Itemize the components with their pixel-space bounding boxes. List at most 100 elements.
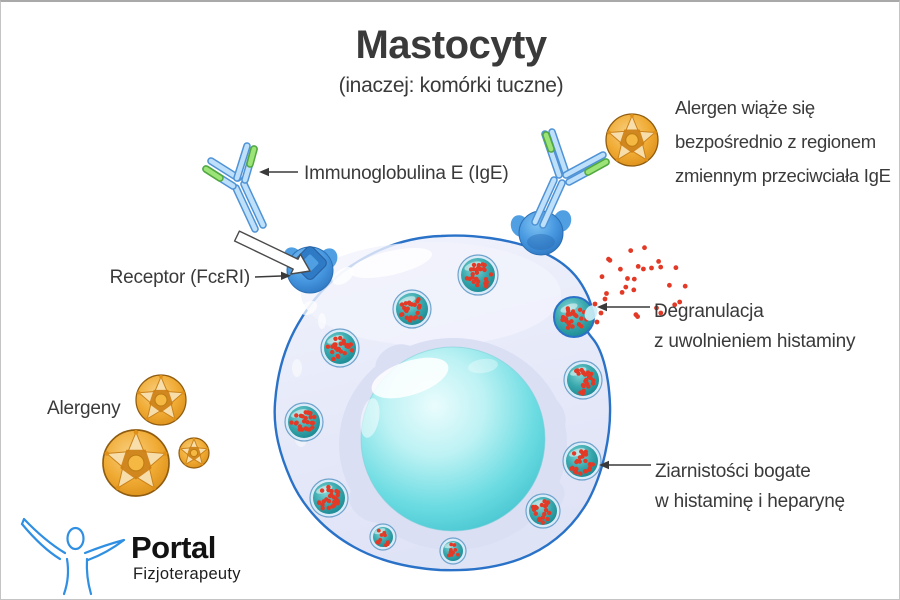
histamine-granule-dot	[452, 543, 457, 547]
histamine-granule-dot	[333, 345, 339, 351]
histamine-dot	[618, 266, 623, 272]
histamine-granule-dot	[382, 530, 387, 535]
histamine-granule-dot	[565, 325, 571, 330]
histamine-granule-dot	[577, 459, 582, 464]
histamine-dot	[606, 256, 611, 262]
histamine-granule-dot	[577, 307, 583, 312]
histamine-granule-dot	[543, 508, 549, 513]
histamine-granule-dot	[471, 267, 476, 272]
histamine-granule-dot	[545, 516, 550, 522]
histamine-granule-dot	[326, 484, 331, 490]
histamine-granule-dot	[301, 419, 307, 424]
histamine-granule-dot	[574, 313, 579, 319]
cytoplasm-highlight	[332, 267, 354, 285]
histamine-dot	[602, 296, 608, 302]
histamine-granule-dot	[586, 372, 591, 377]
histamine-granule-dot	[327, 493, 333, 499]
histamine-granule-dot	[565, 312, 570, 317]
allergen-binding-label-line2: bezpośrednio z regionem	[675, 131, 876, 152]
histamine-granule-dot	[476, 263, 481, 268]
granule	[562, 441, 602, 481]
histamine-granule-dot	[331, 503, 337, 508]
granule	[525, 493, 561, 529]
histamine-granule-dot	[481, 266, 486, 272]
histamine-granule-dot	[571, 451, 577, 456]
histamine-granule-dot	[581, 383, 586, 389]
granule	[563, 360, 603, 400]
histamine-granule-dot	[484, 284, 489, 289]
histamine-granule-dot	[563, 316, 568, 322]
histamine-granule-dot	[338, 341, 343, 346]
allergen-binding-label-line1: Alergen wiąże się	[675, 97, 815, 118]
histamine-granule-dot	[416, 305, 422, 310]
histamine-granule-dot	[320, 506, 325, 511]
histamine-dot	[641, 266, 646, 272]
histamine-granule-dot	[537, 517, 542, 522]
histamine-granule-dot	[333, 336, 338, 341]
histamine-granule-dot	[324, 497, 329, 502]
ige-label: Immunoglobulina E (IgE)	[304, 163, 509, 184]
granule	[309, 478, 349, 518]
histamine-granule-dot	[585, 381, 590, 386]
allergen-icon	[102, 429, 170, 497]
histamine-granule-dot	[456, 552, 460, 557]
histamine-granule-dot	[471, 262, 477, 268]
histamine-granule-dot	[399, 302, 405, 307]
histamine-granule-dot	[293, 421, 299, 426]
histamine-dot	[667, 282, 672, 288]
histamine-granule-dot	[449, 548, 453, 552]
degranulating-granule	[553, 296, 598, 338]
histamine-granule-dot	[579, 316, 584, 321]
granules-pointer-arrowhead	[599, 460, 609, 470]
histamine-granule-dot	[475, 282, 480, 288]
histamine-granule-dot	[590, 462, 595, 467]
histamine-dot	[592, 301, 598, 307]
histamine-granule-dot	[470, 275, 475, 280]
histamine-dot	[623, 284, 629, 290]
histamine-dot	[625, 276, 630, 281]
bound-allergen-icon	[605, 113, 659, 167]
allergen-icon	[178, 437, 210, 469]
degranulation-pointer-arrowhead	[597, 302, 607, 312]
histamine-granule-dot	[582, 469, 588, 474]
granule	[439, 537, 467, 565]
histamine-granule-dot	[581, 370, 586, 376]
histamine-granule-dot	[375, 540, 379, 545]
histamine-granule-dot	[570, 309, 576, 314]
histamine-granule-dot	[348, 342, 354, 347]
histamine-granule-dot	[478, 267, 483, 272]
person-raised-arms-icon	[20, 517, 126, 596]
histamine-granule-dot	[335, 353, 340, 359]
histamine-granule-dot	[418, 315, 423, 321]
histamine-granule-dot	[474, 270, 480, 275]
histamine-dot	[598, 310, 604, 316]
page-title: Mastocyty	[355, 23, 547, 67]
histamine-granule-dot	[349, 348, 355, 353]
histamine-granule-dot	[303, 426, 308, 431]
granule	[457, 254, 499, 296]
cytoplasm-highlight	[349, 247, 433, 279]
histamine-granule-dot	[574, 466, 579, 472]
histamine-granule-dot	[308, 411, 313, 416]
histamine-granule-dot	[540, 520, 545, 525]
histamine-granule-dot	[330, 349, 335, 355]
ige-antibody-icon	[202, 142, 267, 233]
histamine-granule-dot	[305, 420, 310, 425]
histamine-granule-dot	[411, 316, 417, 321]
histamine-dot	[628, 248, 634, 254]
histamine-granule-dot	[547, 510, 552, 516]
histamine-granule-dot	[579, 449, 584, 454]
allergen-icon	[135, 374, 187, 426]
histamine-granule-dot	[542, 511, 547, 517]
ige-antibody-bound-icon	[531, 128, 610, 229]
histamine-granule-dot	[289, 420, 294, 425]
histamine-granule-dot	[488, 272, 494, 277]
allergens-layer	[102, 113, 659, 497]
histamine-dot	[631, 276, 637, 282]
histamine-granule-dot	[335, 499, 341, 504]
histamine-granule-dot	[471, 279, 476, 284]
histamine-granule-dot	[341, 341, 347, 346]
histamine-granule-dot	[470, 272, 475, 277]
histamine-granule-dot	[474, 276, 479, 282]
histamine-granule-dot	[325, 344, 331, 349]
